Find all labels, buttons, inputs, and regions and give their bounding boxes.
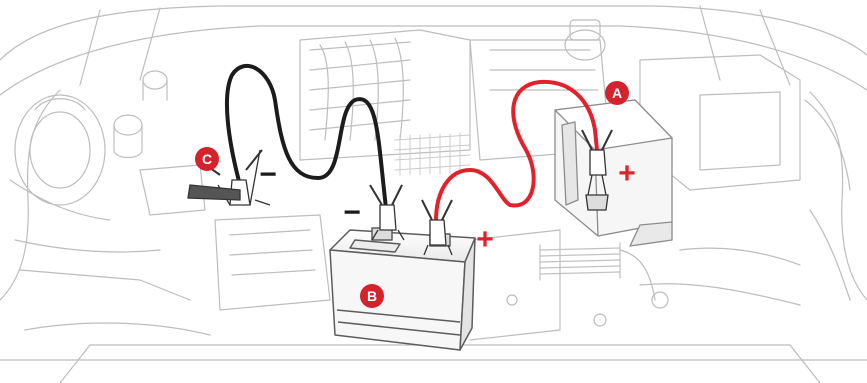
donor-battery xyxy=(330,228,475,350)
negative-jumper-cable xyxy=(227,66,386,208)
marker-b: B xyxy=(360,284,384,308)
marker-c: C xyxy=(195,147,219,171)
positive-sign-vehicle: + xyxy=(618,157,636,190)
marker-b-label: B xyxy=(367,288,377,304)
negative-sign-ground: − xyxy=(259,158,277,191)
marker-a-label: A xyxy=(612,85,622,101)
negative-sign-donor: − xyxy=(343,196,361,229)
vehicle-battery xyxy=(555,100,672,246)
marker-a: A xyxy=(605,81,629,105)
marker-c-label: C xyxy=(202,151,212,167)
positive-sign-donor: + xyxy=(476,223,494,256)
